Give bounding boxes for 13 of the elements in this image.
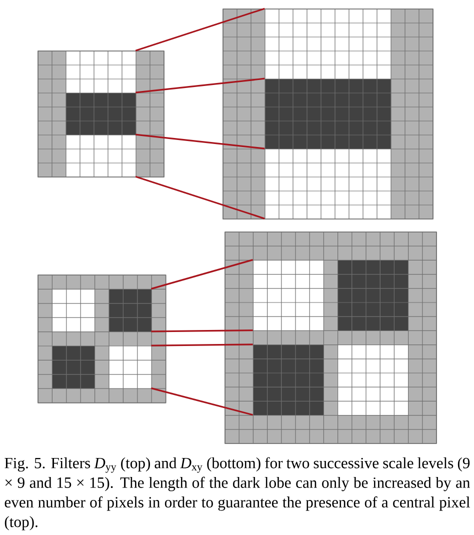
- leader-line: [136, 134, 265, 150]
- leader-line: [151, 344, 253, 346]
- leader-line: [151, 387, 253, 416]
- filter-grid: [38, 274, 166, 404]
- caption: Fig. 5. Filters D$_{yy}$ (top) and D$_{xy}$ (bottom) for two successive scale levels (9 × 9 and 15 × 15). The length of the dark lobe can only be increased by an even number of pixels in order to guarantee the presence of a central pixel (top).: [4, 457, 470, 530]
- leader-line: [136, 78, 265, 94]
- leader-line: [135, 8, 265, 52]
- filter-grid: [222, 8, 434, 220]
- filter-grid: [38, 50, 164, 178]
- leader-line: [151, 330, 253, 332]
- leader-line: [135, 176, 265, 220]
- filter-grid: [224, 232, 437, 444]
- leader-line: [150, 259, 254, 290]
